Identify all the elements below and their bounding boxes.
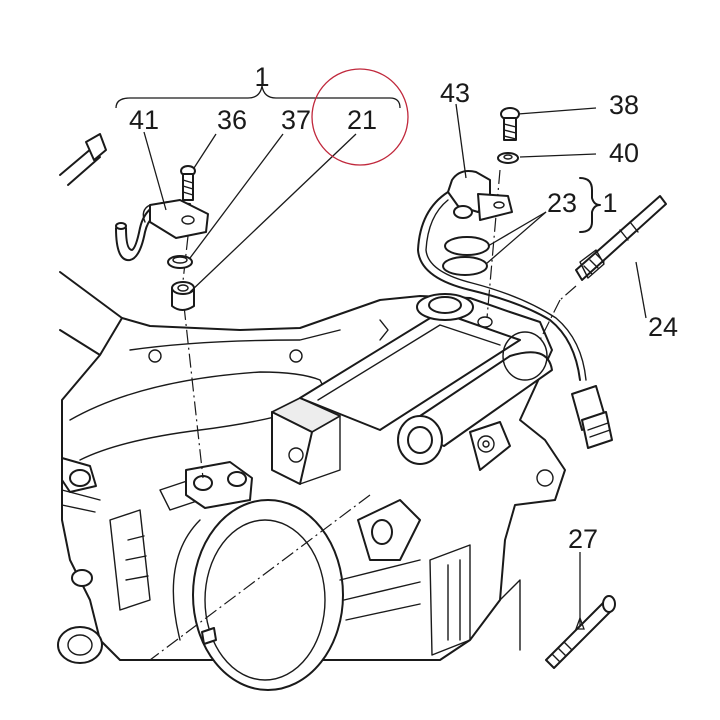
callout-27: 27	[568, 524, 598, 554]
leader-lines	[115, 85, 647, 630]
callout-40: 40	[609, 138, 639, 168]
part-23-o-rings	[442, 236, 490, 276]
part-24-long-stud	[575, 195, 667, 281]
callout-38: 38	[609, 90, 639, 120]
callout-21: 21	[347, 105, 377, 135]
part-21-bushing	[171, 281, 195, 311]
callout-41: 41	[129, 105, 159, 135]
callout-1-group: 1	[254, 62, 269, 92]
part-43-sensor	[417, 170, 613, 449]
callout-24: 24	[648, 312, 678, 342]
callouts: 1 41 36 37 21 43 38 40 23 1 24 27	[129, 62, 678, 554]
crankcase-body	[57, 133, 566, 691]
part-36-bolt	[180, 165, 196, 201]
part-40-washer	[497, 152, 519, 164]
highlight-circle	[311, 68, 409, 166]
callout-1-brace: 1	[602, 188, 617, 218]
callout-23: 23	[547, 188, 577, 218]
callout-36: 36	[217, 105, 247, 135]
callout-43: 43	[440, 78, 470, 108]
part-38-screw	[500, 107, 520, 141]
callout-37: 37	[281, 105, 311, 135]
part-37-washer	[167, 255, 193, 269]
part-37-clamp-plate	[142, 199, 209, 239]
part-27-bolt	[545, 595, 616, 669]
